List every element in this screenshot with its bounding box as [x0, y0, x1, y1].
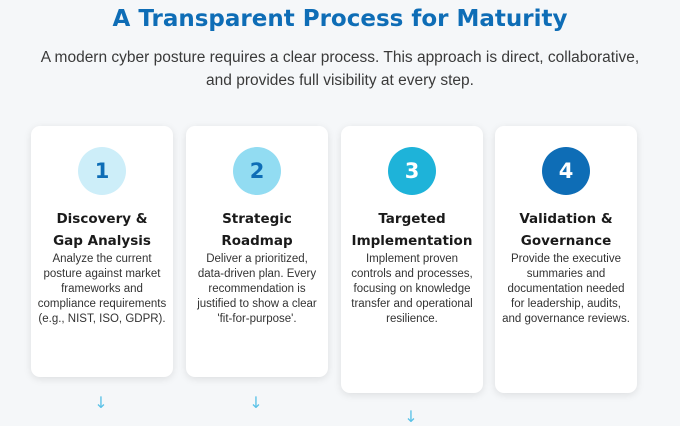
step-card-discovery: 1 Discovery & Gap Analysis Analyze the c… [31, 126, 173, 377]
step-title-line: Targeted [378, 211, 446, 227]
step-number: 2 [249, 159, 265, 183]
step-number-badge: 4 [542, 147, 590, 195]
step-card-roadmap: 2 Strategic Roadmap Deliver a prioritize… [186, 126, 328, 377]
step-title-line: Validation & [519, 211, 613, 227]
step-number: 4 [558, 159, 574, 183]
step-description: Provide the executive summaries and docu… [502, 253, 630, 325]
step-title-line: Governance [520, 233, 612, 249]
step-title-line: Roadmap [221, 233, 293, 249]
arrow-down-icon: ↓ [249, 393, 263, 412]
arrow-down-icon: ↓ [94, 393, 108, 412]
step-card-implementation: 3 Targeted Implementation Implement prov… [341, 126, 483, 393]
step-title: Targeted Implementation [341, 208, 483, 252]
page-subtitle: A modern cyber posture requires a clear … [40, 49, 640, 89]
step-title-line: Discovery & [56, 211, 148, 227]
step-number: 3 [404, 159, 420, 183]
step-number-badge: 2 [233, 147, 281, 195]
step-description: Analyze the current posture against mark… [37, 253, 167, 325]
step-title: Strategic Roadmap [186, 208, 328, 252]
step-number: 1 [94, 159, 110, 183]
page-title: A Transparent Process for Maturity [112, 6, 568, 32]
step-title-line: Implementation [351, 233, 473, 249]
step-number-badge: 1 [78, 147, 126, 195]
arrow-down-icon: ↓ [404, 407, 418, 426]
step-description: Implement proven controls and processes,… [351, 253, 473, 325]
step-title: Validation & Governance [495, 208, 637, 252]
step-number-badge: 3 [388, 147, 436, 195]
step-description: Deliver a prioritized, data-driven plan.… [197, 253, 317, 325]
step-card-validation: 4 Validation & Governance Provide the ex… [495, 126, 637, 393]
step-title-line: Strategic [222, 211, 292, 227]
step-title-line: Gap Analysis [53, 233, 151, 249]
step-title: Discovery & Gap Analysis [31, 208, 173, 252]
